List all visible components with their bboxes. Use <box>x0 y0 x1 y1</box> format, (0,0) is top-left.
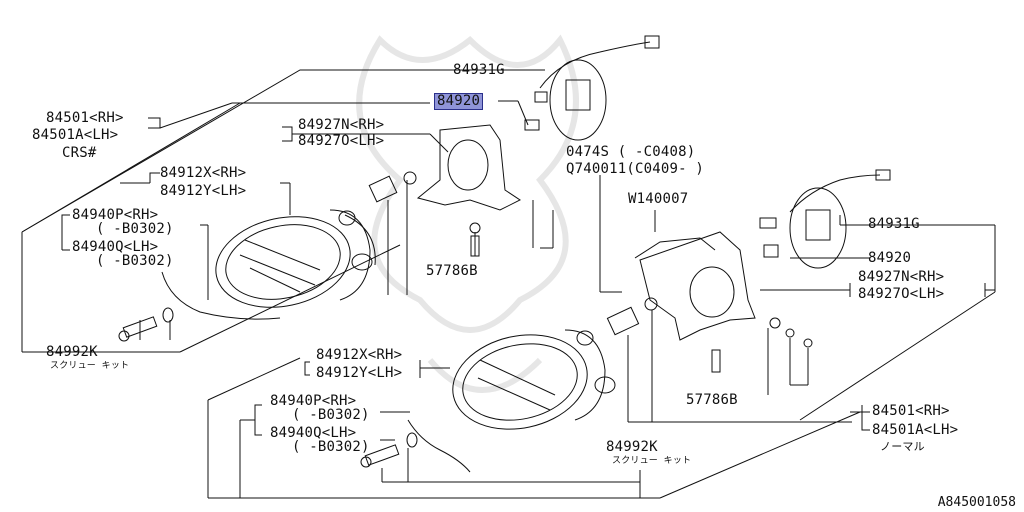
part-84931g-right[interactable]: 84931G <box>868 216 920 232</box>
diagram-reference-code: A845001058 <box>937 495 1016 510</box>
part-84912x-top[interactable]: 84912X<RH> <box>160 165 247 181</box>
part-84940q-bottom-range: ( -B0302) <box>292 439 370 455</box>
part-0474s[interactable]: 0474S ( -C0408) <box>566 144 696 160</box>
part-84927o-top[interactable]: 84927O<LH> <box>298 133 385 149</box>
part-84940p-bottom-range: ( -B0302) <box>292 407 370 423</box>
part-84992k-bottom-desc: スクリュー キット <box>612 456 692 466</box>
part-84940p-top-range: ( -B0302) <box>96 221 174 237</box>
part-q740011[interactable]: Q740011(C0409- ) <box>566 161 705 177</box>
part-84501a-top[interactable]: 84501A<LH> <box>32 127 119 143</box>
part-84992k-top[interactable]: 84992K <box>46 344 98 360</box>
part-84931g-top[interactable]: 84931G <box>453 62 505 78</box>
part-84940p-bottom[interactable]: 84940P<RH> <box>270 393 357 409</box>
part-84940p-top[interactable]: 84940P<RH> <box>72 207 159 223</box>
part-84992k-bottom[interactable]: 84992K <box>606 439 658 455</box>
part-84927n-top[interactable]: 84927N<RH> <box>298 117 385 133</box>
part-84501-top[interactable]: 84501<RH> <box>46 110 124 126</box>
part-84920-top-highlight[interactable]: 84920 <box>434 93 484 110</box>
part-84912y-bottom[interactable]: 84912Y<LH> <box>316 365 403 381</box>
watermark-emblem <box>356 34 579 393</box>
part-84992k-top-desc: スクリュー キット <box>50 361 130 371</box>
part-84501-bottom[interactable]: 84501<RH> <box>872 403 950 419</box>
part-84912x-bottom[interactable]: 84912X<RH> <box>316 347 403 363</box>
part-57786b-top[interactable]: 57786B <box>426 263 478 279</box>
part-84940q-top-range: ( -B0302) <box>96 253 174 269</box>
part-84940q-top[interactable]: 84940Q<LH> <box>72 239 159 255</box>
part-57786b-bottom[interactable]: 57786B <box>686 392 738 408</box>
crs-note: CRS# <box>62 145 97 161</box>
part-84501a-bottom[interactable]: 84501A<LH> <box>872 422 959 438</box>
part-84920-right[interactable]: 84920 <box>868 250 912 266</box>
part-84912y-top[interactable]: 84912Y<LH> <box>160 183 247 199</box>
part-84927o-right[interactable]: 84927O<LH> <box>858 286 945 302</box>
part-84927n-right[interactable]: 84927N<RH> <box>858 269 945 285</box>
part-w140007[interactable]: W140007 <box>628 191 689 207</box>
part-84940q-bottom[interactable]: 84940Q<LH> <box>270 425 357 441</box>
normal-note: ノーマル <box>880 440 925 453</box>
